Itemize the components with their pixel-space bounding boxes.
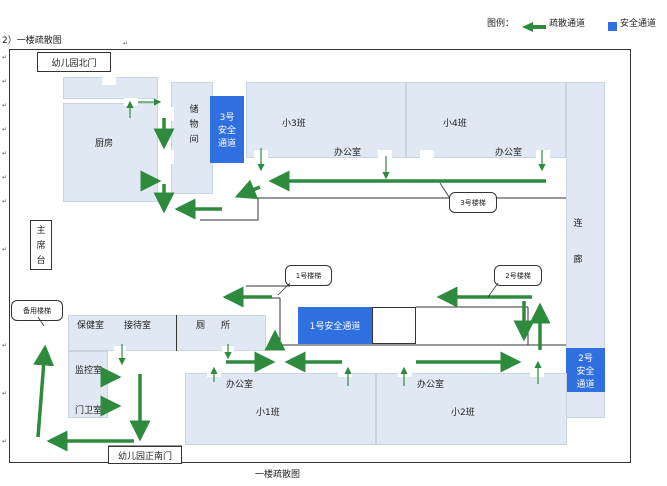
monitor-label: 监控室 xyxy=(75,366,103,376)
para-mark: ↵ xyxy=(2,126,8,133)
legend-safe-label: 安全通道 xyxy=(620,19,657,29)
plan-caption: 一楼疏散图 xyxy=(255,470,301,480)
storage-label: 储物间 xyxy=(189,105,199,145)
safe-passage-2: 2号安全通道 xyxy=(566,348,605,392)
guard-label: 门卫室 xyxy=(75,406,103,416)
class4-label: 小4班 xyxy=(443,119,467,129)
reception-label: 接待室 xyxy=(124,321,152,331)
stage-label: 主席台 xyxy=(36,226,46,266)
corridor-label: 连廊 xyxy=(573,219,583,265)
para-mark: ↵ xyxy=(2,54,8,61)
office-bottom-right-label: 办公室 xyxy=(417,380,445,390)
kitchen-label: 厨房 xyxy=(95,139,114,149)
office-bottom-left-label: 办公室 xyxy=(226,380,254,390)
para-mark: ↵ xyxy=(2,102,8,109)
health-label: 保健室 xyxy=(77,321,105,331)
north-gate-label: 幼儿园北门 xyxy=(37,52,111,72)
class2-room xyxy=(376,373,567,445)
class4-room xyxy=(406,82,566,158)
stair-2-bubble: 2号楼梯 xyxy=(494,265,542,286)
class3-room xyxy=(246,82,406,158)
para-mark: ↵ xyxy=(2,198,8,205)
para-mark: ↵ xyxy=(2,390,8,397)
stair-3-bubble: 3号楼梯 xyxy=(449,192,497,213)
stage-box xyxy=(30,220,52,270)
toilet-divider xyxy=(176,315,177,351)
toilet-label: 厕所 xyxy=(196,321,247,331)
para-mark: ↵ xyxy=(2,342,8,349)
class2-label: 小2班 xyxy=(451,408,475,418)
stair-1-bubble: 1号楼梯 xyxy=(285,265,332,286)
stair-spare-bubble: 备用楼梯 xyxy=(11,300,63,321)
para-mark: ↵ xyxy=(2,246,8,253)
class1-room xyxy=(185,373,376,445)
office-top-right-label: 办公室 xyxy=(495,148,523,158)
legend-evac-label: 疏散通道 xyxy=(549,19,586,29)
para-mark: ↵ xyxy=(2,150,8,157)
safe-passage-3: 3号安全通道 xyxy=(210,96,244,163)
office-top-left-label: 办公室 xyxy=(334,148,362,158)
storage-room xyxy=(171,82,213,194)
legend-safe-swatch xyxy=(608,22,617,31)
class1-label: 小1班 xyxy=(256,408,280,418)
legend-label: 图例： xyxy=(487,19,515,29)
para-mark: ↵ xyxy=(2,78,8,85)
plan-border xyxy=(9,49,631,463)
passage-1-frame xyxy=(372,307,416,344)
class3-label: 小3班 xyxy=(282,119,306,129)
para-mark: ↵ xyxy=(2,438,8,445)
page-heading: 2）一楼疏散图 xyxy=(2,36,62,46)
para-mark: ↵ xyxy=(123,40,129,47)
safe-passage-1: 1号安全通道 xyxy=(298,307,372,344)
para-mark: ↵ xyxy=(2,174,8,181)
